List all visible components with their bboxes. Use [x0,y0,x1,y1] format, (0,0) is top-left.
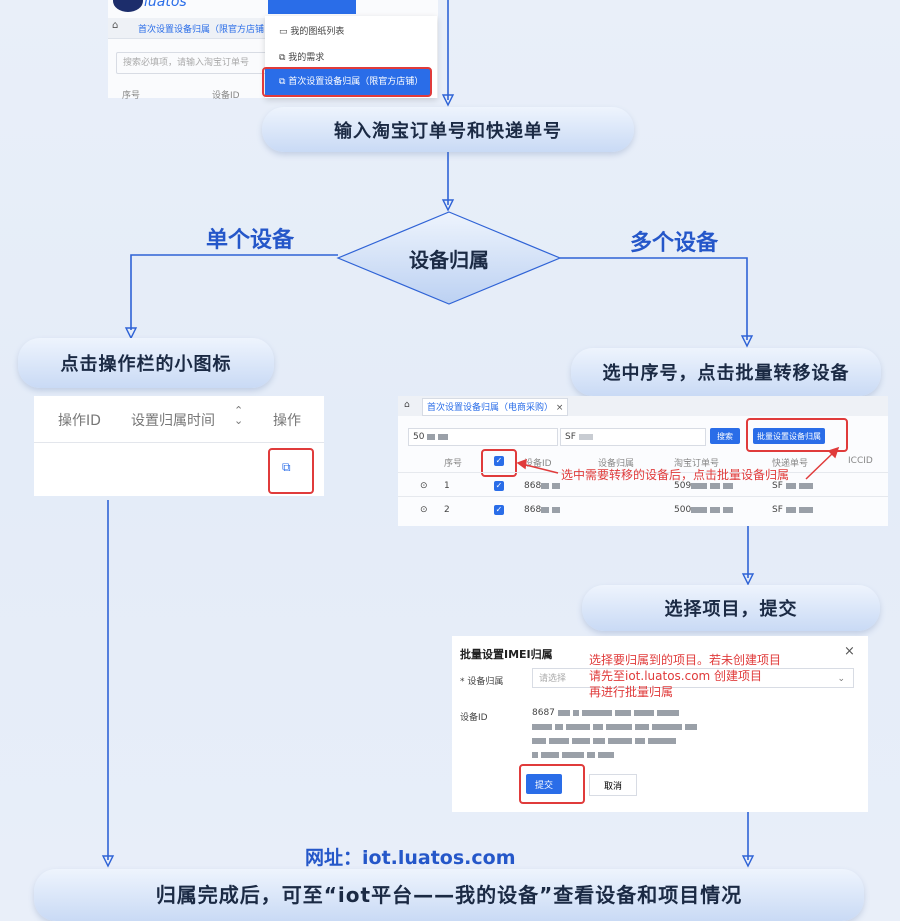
tab-ecommerce[interactable]: 首次设置设备归属（电商采购） × [422,398,569,416]
highlight-select-all [481,449,517,477]
col-action: 操作 [273,413,301,429]
order-input[interactable]: 50 [408,428,558,446]
logo-text: luatos [144,0,187,10]
row-express: SF [772,505,816,515]
search-button[interactable]: 搜索 [710,428,740,444]
decision-diamond [336,211,562,305]
branch-single: 单个设备 [206,228,295,253]
dropdown-menu: ▭ 我的图纸列表 ⧉ 我的需求 ⧉ 首次设置设备归属（限官方店铺） [262,16,437,98]
step-input-order: 输入淘宝订单号和快递单号 [262,107,634,152]
col-device-id: 设备ID [212,91,240,101]
step-select-rows: 选中序号，点击批量转移设备 [571,348,881,396]
batch-dialog: 批量设置IMEI归属 × * 设备归属 请选择 ⌄ 设备ID 8687 提交 取… [452,636,868,812]
home-icon[interactable]: ⌂ [112,20,119,31]
expand-icon[interactable]: ⊙ [420,481,428,491]
express-input[interactable]: SF [560,428,706,446]
table-row[interactable]: ⊙ 2 ✓ 868 500 SF [398,496,888,521]
project-select[interactable]: 请选择 ⌄ [532,668,854,688]
row-checkbox[interactable]: ✓ [494,481,504,491]
home-icon[interactable]: ⌂ [404,400,410,410]
row-index: 2 [444,505,450,515]
note-line-1: 选择要归属到的项目。若未创建项目 [589,653,782,667]
logo [113,0,143,12]
header-index: 序号 [444,459,463,469]
row-checkbox[interactable]: ✓ [494,505,504,515]
batch-assign-button[interactable]: 批量设置设备归属 [753,428,825,444]
row-express: SF [772,481,816,491]
branch-multi: 多个设备 [630,231,719,256]
col-set-time: 设置归属时间 [131,413,215,429]
website-label: 网址：iot.luatos.com [305,847,516,869]
menu-item-drawings[interactable]: ▭ 我的图纸列表 [279,27,345,37]
arrow-to-multi [560,257,748,340]
tab-first-setup[interactable]: 首次设置设备归属（限官方店铺 [138,25,265,35]
header-express-no: 快递单号 [772,459,809,469]
header-device-id: 设备ID [524,459,552,469]
row-device: 868 [524,505,563,515]
flow-arrows [101,0,755,868]
menu-item-first-setup[interactable]: ⧉ 首次设置设备归属（限官方店铺） [265,69,431,95]
sort-icon[interactable]: ⌃⌄ [234,404,244,427]
note-arrows [516,446,840,480]
single-table: 操作ID 设置归属时间 ⌃⌄ 操作 ⧉ [34,396,324,496]
header-device-owner: 设备归属 [598,459,635,469]
highlight-transfer-icon [268,448,314,494]
row-order: 509 [674,481,736,491]
multi-table: ⌂ 首次设置设备归属（电商采购） × 50 SF 搜索 批量设置设备归属 序号 … [398,396,888,526]
dialog-note: 选择要归属到的项目。若未创建项目 请先至iot.luatos.com 创建项目 … [589,652,781,700]
step-choose-project: 选择项目，提交 [582,585,880,631]
highlight-submit [519,764,585,804]
note-line-3: 再进行批量归属 [589,685,674,699]
single-table-header [34,396,324,443]
multi-note: 选中需要转移的设备后，点击批量设备归属 [561,468,790,482]
transfer-icon[interactable]: ⧉ [282,460,291,474]
row-device: 868 [524,481,563,491]
expand-icon[interactable]: ⊙ [420,505,428,515]
table-row[interactable]: ⊙ 1 ✓ 868 509 SF [398,472,888,497]
chevron-down-icon: ⌄ [837,674,845,684]
cancel-button[interactable]: 取消 [589,774,637,796]
dialog-title: 批量设置IMEI归属 [460,648,553,661]
header-order-no: 淘宝订单号 [674,459,720,469]
search-input[interactable]: 搜索必填项，请输入淘宝订单号 [116,52,274,74]
col-op-id: 操作ID [58,413,101,429]
decision-label: 设备归属 [409,248,489,272]
row-order: 500 [674,505,736,515]
close-icon[interactable]: × [844,644,855,659]
step-final: 归属完成后，可至“iot平台——我的设备”查看设备和项目情况 [34,869,864,921]
tab-bar [108,18,308,39]
menu-item-needs[interactable]: ⧉ 我的需求 [279,53,325,63]
header-iccid: ICCID [848,456,873,466]
arrow-to-single [130,254,338,330]
note-line-2: 请先至iot.luatos.com 创建项目 [589,669,763,683]
device-id-label: 设备ID [460,713,488,723]
select-all-checkbox[interactable]: ✓ [494,456,504,466]
highlight-batch-button [746,418,848,452]
submit-button[interactable]: 提交 [526,774,562,794]
owner-label: * 设备归属 [460,677,504,687]
device-id-list: 8687 [532,706,854,762]
highlight-menu-item [262,67,432,97]
row-index: 1 [444,481,450,491]
col-index: 序号 [122,91,141,101]
top-blue-bar [268,0,356,14]
step-click-icon: 点击操作栏的小图标 [18,338,274,388]
